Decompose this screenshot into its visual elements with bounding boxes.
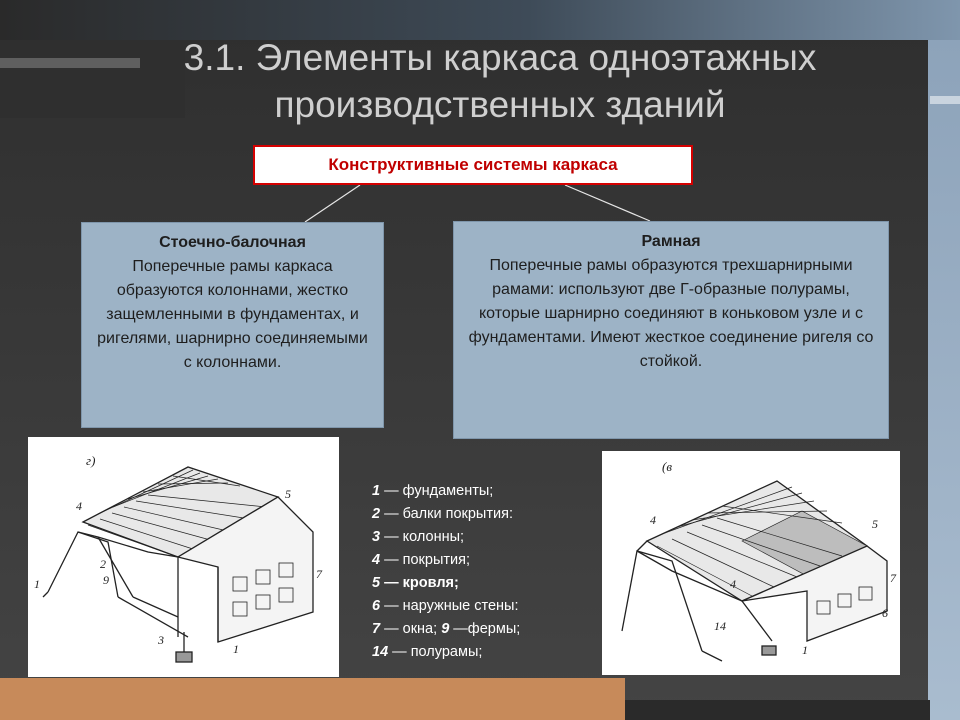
legend-item: 3 — колонны; — [372, 526, 602, 549]
legend-number: 7 — [372, 621, 381, 637]
slide-title: 3.1. Элементы каркаса одноэтажных произв… — [183, 37, 817, 125]
panel-text: Поперечные рамы образуются трехшарнирным… — [468, 257, 874, 370]
legend-number: 9 — [441, 621, 450, 637]
callout: 9 — [103, 573, 109, 587]
callout: 5 — [872, 517, 878, 531]
legend-item: 4 — покрытия; — [372, 549, 602, 572]
callout: 3 — [158, 633, 164, 647]
connector-left — [304, 184, 361, 223]
figure-label: г) — [86, 453, 96, 468]
callout: 4 — [730, 577, 736, 591]
connector-right — [564, 184, 651, 222]
building-drawing-left — [42, 466, 314, 663]
building-drawing-right — [621, 480, 888, 662]
legend-text: — балки покрытия: — [380, 506, 513, 522]
panel-text: Поперечные рамы каркаса образуются колон… — [97, 258, 368, 371]
callout: 4 — [650, 513, 656, 527]
legend-text: — кровля; — [380, 575, 459, 591]
panel-title: Рамная — [641, 233, 701, 250]
callout: 2 — [100, 557, 106, 571]
figure-legend: 1 — фундаменты; 2 — балки покрытия: 3 — … — [372, 480, 602, 664]
legend-number: 1 — [372, 483, 381, 499]
callout: 1 — [34, 577, 40, 591]
legend-number: 4 — [372, 552, 381, 568]
right-gradient-band — [928, 40, 960, 720]
systems-header: Конструктивные системы каркаса — [253, 145, 693, 185]
callout: 14 — [714, 619, 726, 633]
legend-item: 2 — балки покрытия: — [372, 503, 602, 526]
figure-label: (в — [662, 459, 672, 474]
decor-strip-right — [930, 96, 960, 104]
callout: 6 — [882, 606, 888, 620]
legend-text: — покрытия; — [380, 552, 471, 568]
callout: 1 — [802, 643, 808, 657]
legend-text: — наружные стены: — [380, 598, 519, 614]
legend-item: 6 — наружные стены: — [372, 595, 602, 618]
bottom-dark-bar — [625, 700, 930, 720]
panel-title: Стоечно-балочная — [159, 234, 306, 251]
legend-number: 5 — [372, 575, 381, 591]
legend-number: 6 — [372, 598, 381, 614]
legend-text: —фермы; — [449, 621, 521, 637]
callout: 4 — [76, 499, 82, 513]
legend-text: — колонны; — [380, 529, 465, 545]
decor-strip-left — [0, 58, 140, 68]
top-gradient-band — [0, 0, 960, 40]
callout: 1 — [233, 642, 239, 656]
legend-item: 5 — кровля; — [372, 572, 602, 595]
legend-number: 2 — [372, 506, 381, 522]
legend-number: 3 — [372, 529, 381, 545]
panel-frame: Рамная Поперечные рамы образуются трехша… — [453, 221, 889, 439]
legend-item: 7 — окна; 9 —фермы; — [372, 618, 602, 641]
figure-post-beam-building: г) 4 5 2 9 7 3 1 1 — [28, 437, 339, 677]
legend-text: — окна; — [380, 621, 442, 637]
callout: 7 — [890, 571, 896, 585]
panel-post-beam: Стоечно-балочная Поперечные рамы каркаса… — [81, 222, 384, 428]
bottom-accent-bar — [0, 678, 625, 720]
title-left-block — [0, 40, 185, 118]
legend-text: — полурамы; — [388, 644, 483, 660]
legend-item: 14 — полурамы; — [372, 641, 602, 664]
legend-number: 14 — [372, 644, 389, 660]
callout: 7 — [316, 567, 322, 581]
legend-item: 1 — фундаменты; — [372, 480, 602, 503]
figure-frame-building: (в 4 5 4 7 6 14 1 — [602, 451, 900, 675]
callout: 5 — [285, 487, 291, 501]
legend-text: — фундаменты; — [380, 483, 494, 499]
